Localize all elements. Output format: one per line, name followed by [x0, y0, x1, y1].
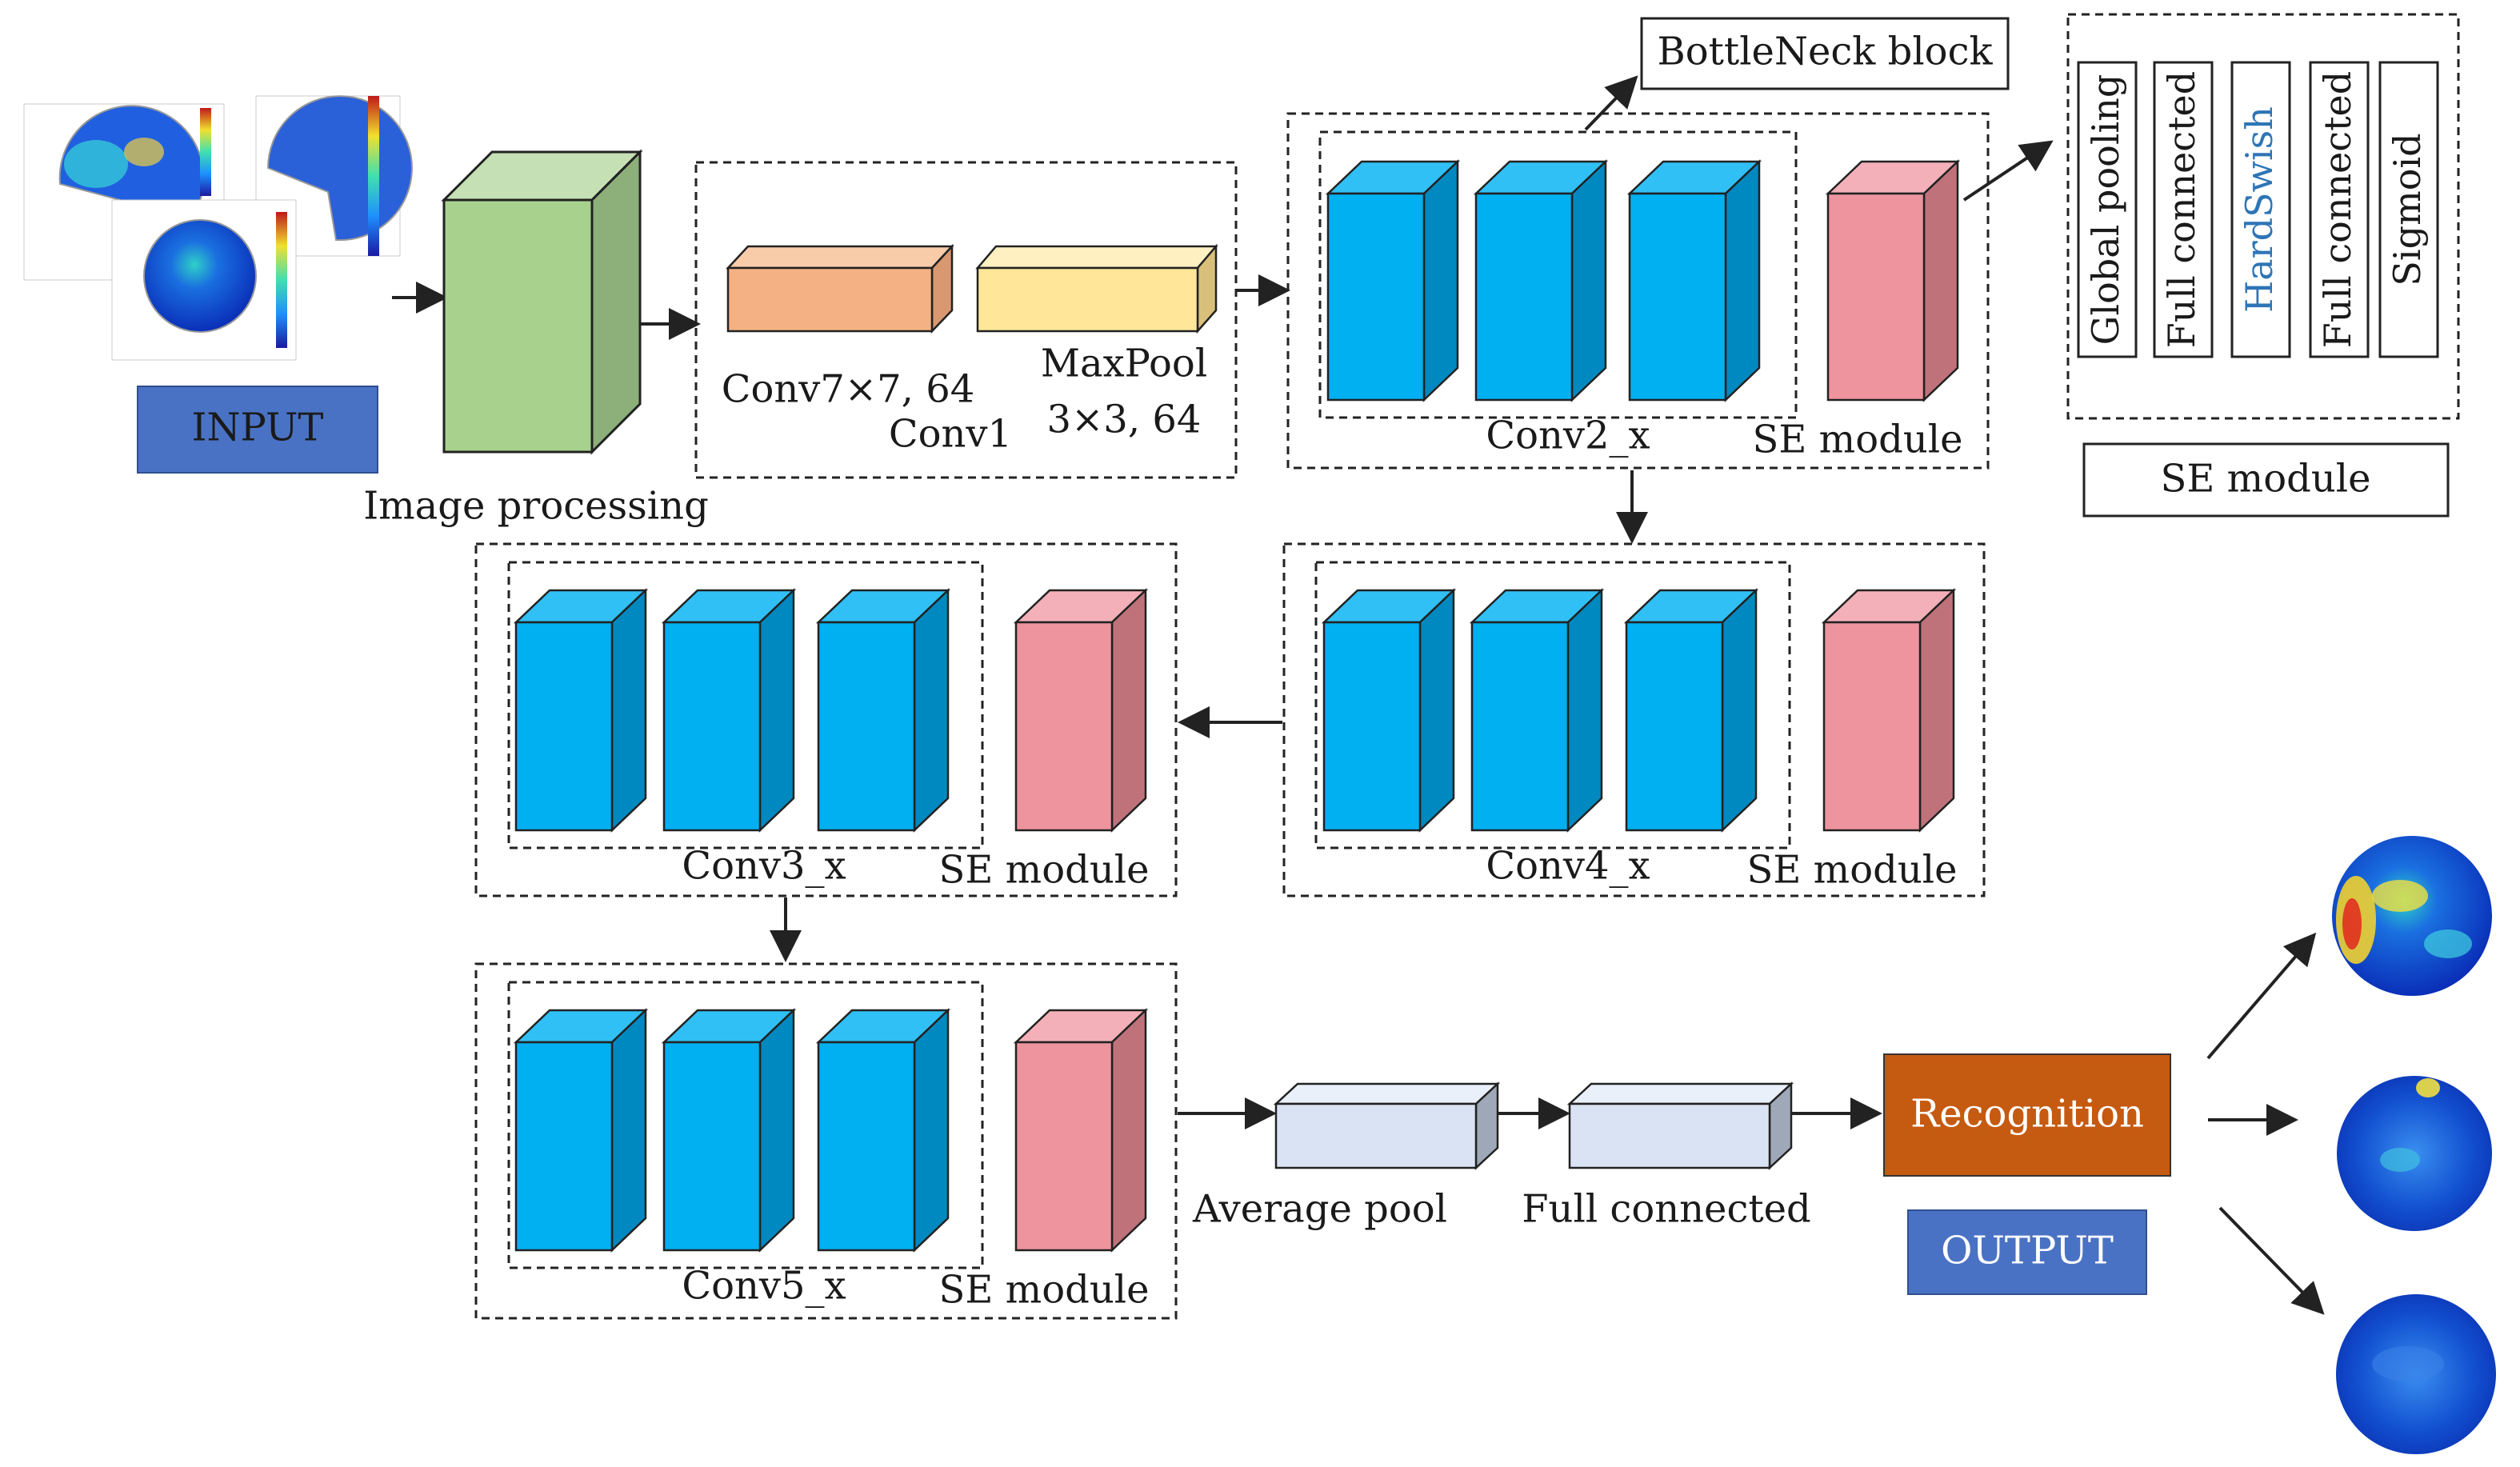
output-label: OUTPUT — [1941, 1229, 2114, 1273]
se-item-hardswish: HardSwish — [2238, 106, 2281, 313]
image-processing-cube — [441, 149, 643, 455]
se-detail-title: SE module — [2161, 457, 2371, 502]
output-heatmap-2 — [2337, 1076, 2492, 1231]
conv2-block — [1286, 112, 1990, 470]
conv2-cube-1 — [1325, 159, 1461, 402]
se-item-global-pooling-box — [2077, 61, 2138, 358]
conv4-block — [1282, 542, 1986, 897]
conv3-se-cube — [1013, 588, 1149, 833]
conv4-label: Conv4_x — [1486, 844, 1650, 889]
average-pool-layer — [1273, 1081, 1501, 1170]
bottleneck-label: BottleNeck block — [1657, 30, 1993, 74]
se-item-sigmoid-box — [2378, 61, 2439, 358]
maxpool-label: MaxPool — [1041, 342, 1207, 386]
conv4-cube-1 — [1321, 588, 1457, 833]
conv5-cube-3 — [815, 1008, 951, 1253]
bottleneck-box — [1640, 17, 2010, 90]
conv3-bottleneck-group — [507, 561, 984, 849]
conv2-label: Conv2_x — [1486, 414, 1650, 458]
conv2-cube-2 — [1473, 159, 1609, 402]
output-box — [1907, 1209, 2147, 1295]
conv2-bottleneck-group — [1318, 130, 1798, 419]
maxpool-size-label: 3×3, 64 — [1047, 398, 1202, 442]
conv4-cube-2 — [1469, 588, 1605, 833]
se-item-hardswish-box — [2230, 61, 2291, 358]
conv5-cube-1 — [513, 1008, 649, 1253]
maxpool-layer — [975, 243, 1218, 334]
se-item-full-connected-2-box — [2309, 61, 2370, 358]
arrow-output-1 — [2206, 932, 2317, 1060]
conv7x7-label: Conv7×7, 64 — [722, 367, 975, 412]
conv3-cube-3 — [815, 588, 951, 833]
full-connected-label: Full connected — [1522, 1187, 1811, 1232]
conv5-cube-2 — [661, 1008, 797, 1253]
conv5-block — [474, 962, 1178, 1320]
conv2-se-cube — [1825, 159, 1961, 402]
conv7x7-layer — [726, 243, 954, 334]
se-detail-title-box — [2082, 442, 2450, 518]
conv3-cube-1 — [513, 588, 649, 833]
conv3-block — [474, 542, 1178, 897]
conv2-se-label: SE module — [1753, 418, 1963, 462]
input-box — [137, 386, 378, 474]
recognition-box — [1883, 1053, 2171, 1177]
output-heatmap-3 — [2336, 1294, 2496, 1454]
image-processing-label: Image processing — [363, 484, 709, 529]
conv3-cube-2 — [661, 588, 797, 833]
arrow-to-se-detail — [1962, 140, 2054, 202]
input-label: INPUT — [192, 406, 324, 450]
se-detail-block — [2066, 13, 2460, 420]
conv4-cube-3 — [1623, 588, 1759, 833]
recognition-label: Recognition — [1910, 1092, 2144, 1137]
arrow-to-bottleneck — [1584, 75, 1638, 131]
conv4-se-label: SE module — [1747, 848, 1958, 893]
average-pool-label: Average pool — [1192, 1187, 1447, 1232]
conv4-se-cube — [1821, 588, 1957, 833]
se-item-sigmoid: Sigmoid — [2386, 133, 2429, 286]
se-item-full-connected-2: Full connected — [2316, 71, 2359, 348]
se-item-full-connected-1-box — [2153, 61, 2214, 358]
arrow-output-3 — [2218, 1206, 2325, 1315]
output-heatmap-1 — [2332, 836, 2492, 996]
conv4-bottleneck-group — [1314, 561, 1791, 849]
se-item-full-connected-1: Full connected — [2160, 71, 2203, 348]
conv5-label: Conv5_x — [682, 1264, 846, 1309]
conv1-label: Conv1 — [889, 412, 1012, 457]
conv5-se-label: SE module — [939, 1268, 1150, 1313]
se-item-global-pooling: Global pooling — [2084, 74, 2127, 346]
conv3-se-label: SE module — [939, 848, 1150, 893]
conv3-label: Conv3_x — [682, 844, 846, 889]
full-connected-layer — [1566, 1081, 1794, 1170]
conv5-se-cube — [1013, 1008, 1149, 1253]
conv1-block — [694, 161, 1238, 479]
conv2-cube-3 — [1626, 159, 1762, 402]
input-heatmaps — [23, 95, 413, 361]
conv5-bottleneck-group — [507, 981, 984, 1269]
